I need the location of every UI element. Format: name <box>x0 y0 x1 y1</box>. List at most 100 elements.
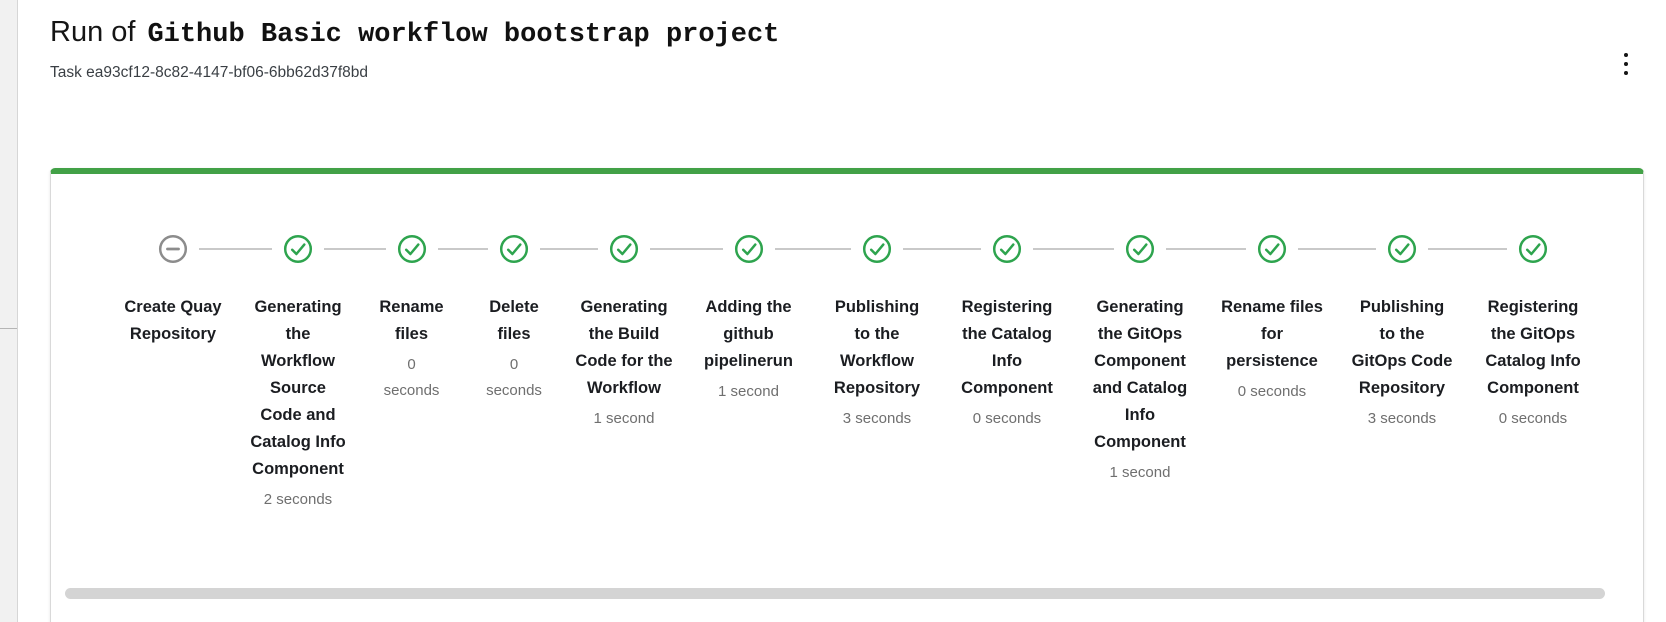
step-duration: 3 seconds <box>1367 410 1437 427</box>
check-circle-icon <box>609 234 639 264</box>
step-duration: 2 seconds <box>263 491 333 508</box>
step-label: Create Quay Repository <box>124 298 222 343</box>
kebab-menu-button[interactable] <box>1608 44 1644 84</box>
step-icon-row <box>813 234 941 264</box>
step: Generating the Build Code for the Workfl… <box>564 234 684 432</box>
step-duration: 0 seconds <box>486 356 542 399</box>
step: Publishing to the Workflow Repository 3 s… <box>813 234 941 432</box>
step-icon-row <box>684 234 813 264</box>
step-connector-left <box>1073 248 1114 250</box>
step-label: Publishing to the Workflow Repository <box>833 298 921 397</box>
step-connector-right <box>199 248 237 250</box>
step-duration: 1 second <box>718 383 779 400</box>
step-text: Publishing to the GitOps Code Repository… <box>1350 294 1454 432</box>
step-text: Rename files 0 seconds <box>379 294 445 404</box>
page-title-prefix: Run of <box>50 16 136 48</box>
step-connector-left <box>564 248 598 250</box>
check-circle-icon <box>397 234 427 264</box>
step-text: Registering the GitOps Catalog Info Comp… <box>1475 294 1591 432</box>
step-connector-right <box>540 248 564 250</box>
step-icon-row <box>1337 234 1467 264</box>
step-icon-row <box>237 234 359 264</box>
step-label: Generating the Workflow Source Code and … <box>250 298 346 478</box>
step: Create Quay Repository <box>109 234 237 352</box>
check-circle-icon <box>283 234 313 264</box>
step-connector-right <box>437 248 464 250</box>
step: Generating the GitOps Component and Cata… <box>1073 234 1207 486</box>
step-connector-right <box>1298 248 1337 250</box>
check-circle-icon <box>499 234 529 264</box>
step-text: Rename files for persistence 0 seconds <box>1220 294 1324 405</box>
step-text: Create Quay Repository <box>120 294 226 348</box>
step-connector-right <box>650 248 684 250</box>
minus-circle-icon <box>158 234 188 264</box>
stepper: Create Quay Repository Generating the Wor… <box>51 174 1643 513</box>
step-duration: 3 seconds <box>842 410 912 427</box>
step-connector-right <box>324 248 359 250</box>
step-label: Generating the GitOps Component and Cata… <box>1092 298 1188 451</box>
step-icon-row <box>109 234 237 264</box>
step-label: Rename files for persistence <box>1221 298 1323 370</box>
check-circle-icon <box>1125 234 1155 264</box>
step-duration: 0 seconds <box>972 410 1042 427</box>
step-duration: 1 second <box>1109 464 1171 481</box>
task-id: Task ea93cf12-8c82-4147-bf06-6bb62d37f8b… <box>50 64 368 81</box>
step-connector-left <box>813 248 851 250</box>
left-rail <box>0 0 18 622</box>
rail-divider <box>0 328 17 329</box>
step-text: Delete files 0 seconds <box>481 294 547 404</box>
step-label: Registering the Catalog Info Component <box>961 298 1053 397</box>
step-duration: 0 seconds <box>383 356 440 399</box>
step-connector-left <box>941 248 981 250</box>
step-duration: 0 seconds <box>1237 383 1307 400</box>
step-label: Adding the github pipelinerun <box>704 298 793 370</box>
scrollbar-thumb[interactable] <box>65 588 1605 599</box>
step-label: Rename files <box>379 298 444 343</box>
step-icon-row <box>941 234 1073 264</box>
step-text: Generating the Workflow Source Code and … <box>248 294 348 513</box>
step-label: Delete files <box>489 298 539 343</box>
step-text: Generating the GitOps Component and Cata… <box>1091 294 1189 486</box>
step-icon-row <box>359 234 464 264</box>
step-label: Registering the GitOps Catalog Info Comp… <box>1485 298 1581 397</box>
kebab-dot <box>1623 70 1629 76</box>
step: Registering the GitOps Catalog Info Comp… <box>1467 234 1599 432</box>
step-text: Adding the github pipelinerun 1 second <box>694 294 804 405</box>
page-title: Run of Github Basic workflow bootstrap p… <box>50 16 1646 50</box>
step-text: Registering the Catalog Info Component 0 … <box>952 294 1062 432</box>
step-icon-row <box>1073 234 1207 264</box>
step: Rename files 0 seconds <box>359 234 464 404</box>
step-duration: 1 second <box>593 410 655 427</box>
template-name: Github Basic workflow bootstrap project <box>147 20 780 50</box>
step-connector-left <box>464 248 488 250</box>
step-icon-row <box>564 234 684 264</box>
run-card: Create Quay Repository Generating the Wor… <box>50 168 1644 622</box>
step-icon-row <box>464 234 564 264</box>
step-connector-right <box>774 248 813 250</box>
step: Registering the Catalog Info Component 0 … <box>941 234 1073 432</box>
step-icon-row <box>1207 234 1337 264</box>
step-connector-left <box>684 248 723 250</box>
check-circle-icon <box>734 234 764 264</box>
step: Adding the github pipelinerun 1 second <box>684 234 813 405</box>
check-circle-icon <box>1387 234 1417 264</box>
header: Run of Github Basic workflow bootstrap p… <box>50 16 1646 82</box>
kebab-dot <box>1623 61 1629 67</box>
check-circle-icon <box>1257 234 1287 264</box>
step-connector-right <box>903 248 941 250</box>
check-circle-icon <box>1518 234 1548 264</box>
step-icon-row <box>1467 234 1599 264</box>
step-connector-left <box>1467 248 1507 250</box>
step-connector-left <box>1207 248 1246 250</box>
step: Generating the Workflow Source Code and … <box>237 234 359 513</box>
check-circle-icon <box>992 234 1022 264</box>
step-label: Generating the Build Code for the Workfl… <box>575 298 673 397</box>
horizontal-scrollbar <box>65 588 1643 599</box>
step: Delete files 0 seconds <box>464 234 564 404</box>
step: Rename files for persistence 0 seconds <box>1207 234 1337 405</box>
step-connector-right <box>1428 248 1467 250</box>
step-text: Generating the Build Code for the Workfl… <box>572 294 676 432</box>
step: Publishing to the GitOps Code Repository… <box>1337 234 1467 432</box>
step-connector-left <box>1337 248 1376 250</box>
